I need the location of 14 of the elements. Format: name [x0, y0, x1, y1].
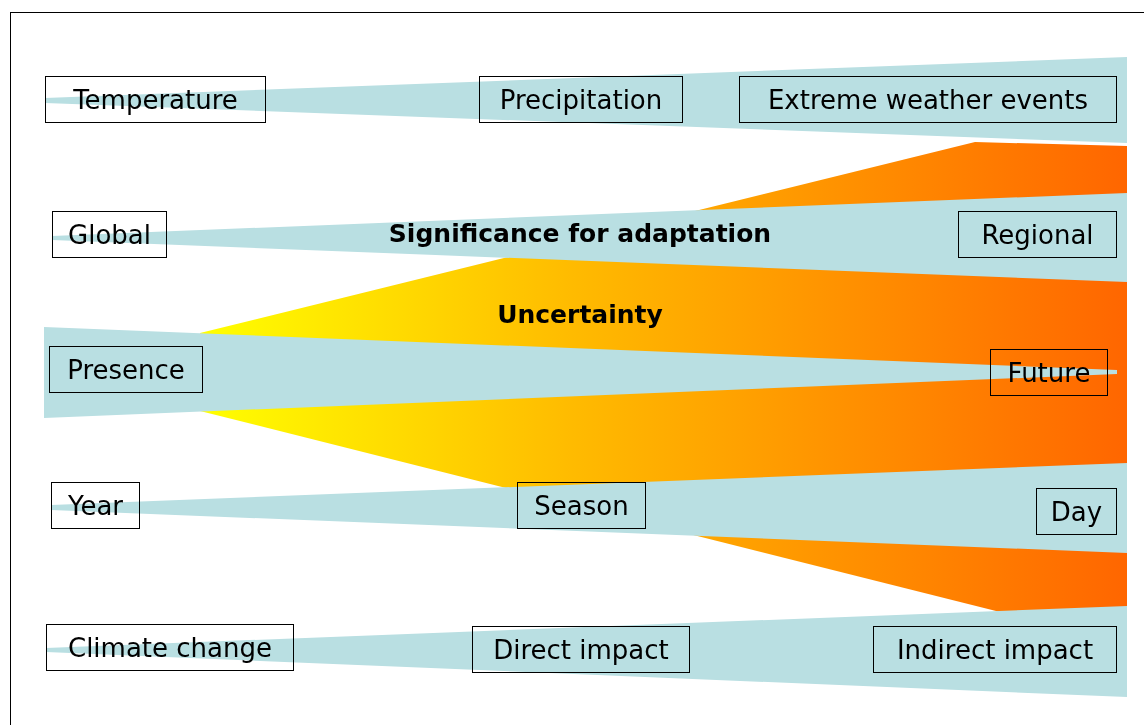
term-box: Indirect impact: [873, 626, 1117, 673]
term-box: Extreme weather events: [739, 76, 1117, 123]
term-box: Season: [517, 482, 646, 529]
term-box: Precipitation: [479, 76, 683, 123]
axis-heading: Significance for adaptation: [388, 219, 772, 248]
term-box: Temperature: [45, 76, 266, 123]
term-box: Global: [52, 211, 167, 258]
term-box: Presence: [49, 346, 203, 393]
term-box: Year: [51, 482, 140, 529]
term-box: Direct impact: [472, 626, 690, 673]
axis-heading: Uncertainty: [497, 300, 663, 329]
term-box: Climate change: [46, 624, 294, 671]
term-box: Regional: [958, 211, 1117, 258]
term-box: Day: [1036, 488, 1117, 535]
